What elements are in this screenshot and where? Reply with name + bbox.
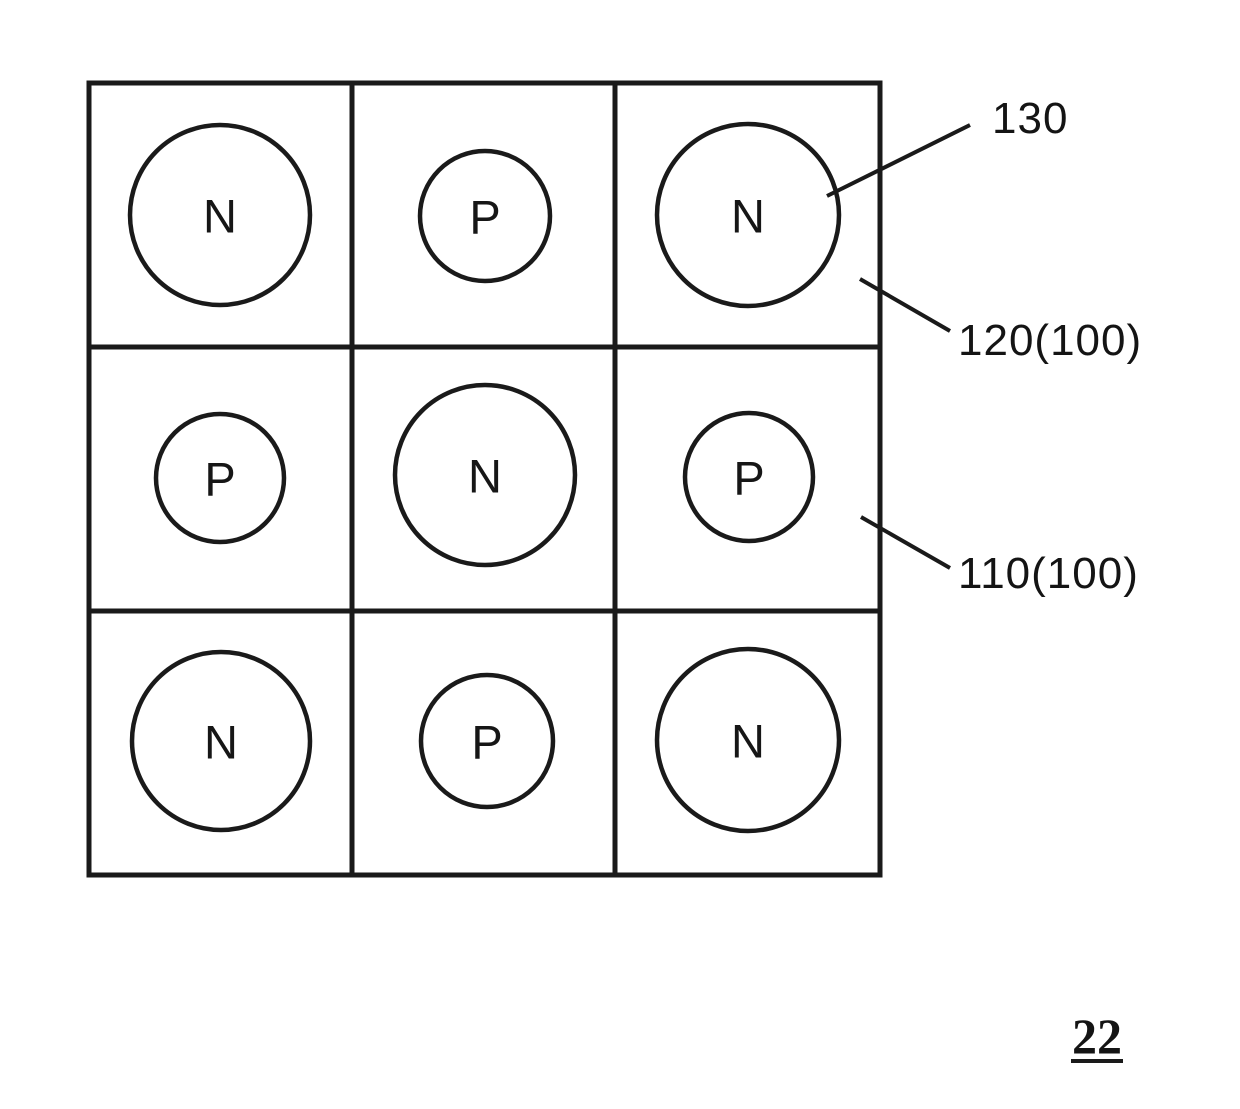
dopant-circle-r2c3 — [682, 410, 816, 544]
dopant-circle-r3c3 — [654, 646, 842, 834]
ref-label-120-100: 120(100) — [958, 316, 1142, 365]
dopant-circle-r2c2 — [392, 382, 578, 568]
dopant-label-r1c2: P — [469, 191, 500, 244]
dopant-circle-r1c1 — [127, 122, 313, 308]
dopant-label-r2c3: P — [733, 452, 764, 505]
leader-line-110 — [860, 515, 951, 570]
ref-label-110-100: 110(100) — [958, 549, 1139, 598]
dopant-circle-r1c2 — [417, 148, 553, 284]
dopant-label-r2c2: N — [468, 450, 502, 503]
dopant-label-r1c1: N — [203, 190, 237, 243]
dopant-label-r3c2: P — [471, 716, 502, 769]
leader-line-130 — [826, 123, 971, 198]
ref-label-130: 130 — [992, 94, 1068, 143]
dopant-circle-r2c1 — [153, 411, 287, 545]
dopant-circle-r3c1 — [129, 649, 313, 833]
grid-outline — [86, 80, 883, 878]
dopant-label-r3c1: N — [204, 716, 238, 769]
dopant-label-r1c3: N — [731, 190, 765, 243]
leader-line-120 — [858, 277, 952, 333]
dopant-label-r2c1: P — [204, 453, 235, 506]
figure-number: 22 — [1072, 1008, 1122, 1064]
dopant-circle-r1c3 — [654, 121, 842, 309]
dopant-circle-r3c2 — [418, 672, 556, 810]
dopant-label-r3c3: N — [731, 715, 765, 768]
